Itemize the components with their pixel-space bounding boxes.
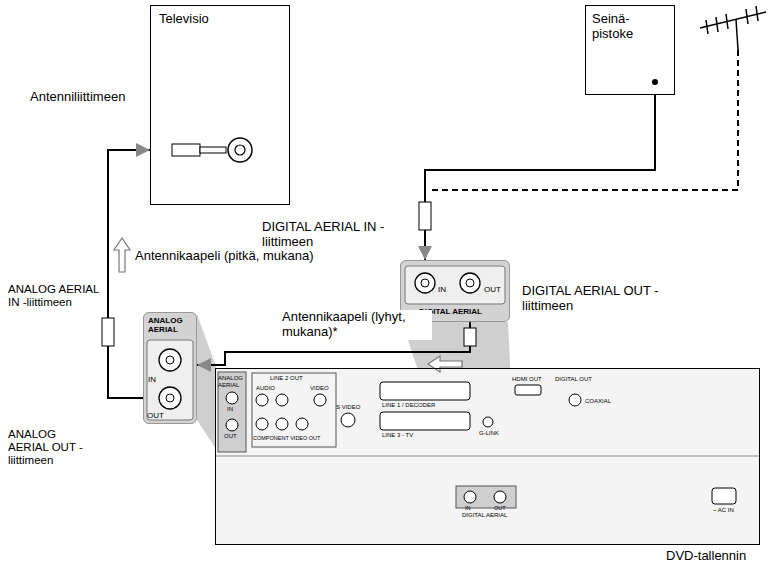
jack bbox=[421, 279, 429, 287]
cable-label: Antennikaapeli (lyhyt, mukana)* bbox=[282, 310, 432, 340]
wall-socket-box: Seinä-pistoke bbox=[585, 5, 675, 95]
analog-aerial-panel: ANALOG AERIAL IN OUT bbox=[143, 312, 197, 424]
node-text: Televisio bbox=[159, 12, 209, 27]
jack bbox=[466, 279, 474, 287]
port-label: IN bbox=[227, 406, 233, 413]
jack bbox=[296, 418, 308, 430]
ac-inlet bbox=[712, 488, 736, 504]
recorder-body bbox=[215, 368, 760, 545]
port-label: COAXIAL bbox=[585, 398, 611, 405]
port-label: LINE 2 OUT bbox=[270, 375, 303, 382]
callout-label: DIGITAL AERIAL IN -liittimeen bbox=[262, 220, 402, 250]
illustration-part bbox=[736, 19, 738, 50]
dvd-recorder: DVD-tallennin bbox=[215, 368, 760, 545]
jack bbox=[226, 392, 238, 404]
analog-panel-inner bbox=[147, 340, 193, 420]
callout-label: ANALOG AERIAL OUT -liittimeen bbox=[8, 428, 90, 468]
jack bbox=[256, 394, 268, 406]
scart bbox=[380, 382, 470, 400]
s-video-jack bbox=[341, 413, 355, 427]
recorder-line bbox=[215, 456, 760, 457]
tv-box: Televisio bbox=[150, 5, 290, 205]
port-label: HDMI OUT bbox=[512, 376, 542, 383]
port-label: DIGITAL OUT bbox=[555, 376, 592, 383]
illustration-part bbox=[756, 6, 758, 21]
plug bbox=[172, 144, 200, 156]
port-label: ANALOG AERIAL bbox=[218, 375, 246, 389]
node-text: OUT bbox=[484, 285, 501, 294]
scart bbox=[380, 412, 470, 430]
node-text: OUT bbox=[147, 411, 164, 420]
node-text: ANALOG AERIAL bbox=[148, 316, 194, 334]
line2-block bbox=[252, 373, 336, 447]
plug bbox=[102, 318, 114, 346]
port-label: VIDEO bbox=[310, 385, 329, 392]
illustration-part bbox=[700, 12, 766, 28]
plug bbox=[419, 202, 431, 230]
antenna-cable bbox=[425, 95, 655, 260]
port-label: LINE 3 - TV bbox=[382, 432, 413, 439]
jack bbox=[159, 349, 181, 371]
port-label: DIGITAL AERIAL bbox=[462, 512, 507, 519]
tv-jack bbox=[235, 145, 245, 155]
jack bbox=[276, 394, 288, 406]
callout-label: DIGITAL AERIAL OUT -liittimeen bbox=[522, 284, 672, 314]
port-label: OUT bbox=[224, 433, 237, 440]
cable-label: Antennikaapeli (pitkä, mukana) bbox=[135, 249, 314, 264]
port-label: AUDIO bbox=[256, 385, 275, 392]
illustration-part bbox=[726, 14, 728, 29]
hollow-arrow bbox=[114, 238, 130, 272]
antenna bbox=[700, 6, 766, 50]
jack bbox=[256, 418, 268, 430]
port-label: G-LINK bbox=[479, 430, 499, 437]
hdmi-port bbox=[515, 385, 541, 395]
callout-label: ANALOG AERIAL IN -liittimeen bbox=[8, 283, 102, 309]
jack bbox=[166, 394, 174, 402]
plug bbox=[200, 147, 226, 153]
port-label: ~ AC IN bbox=[713, 507, 734, 514]
illustration-part bbox=[150, 5, 290, 205]
jack bbox=[276, 418, 288, 430]
analog-panel-fill bbox=[143, 312, 197, 424]
rear-digital bbox=[456, 486, 516, 508]
wall-socket-hole bbox=[652, 79, 658, 85]
node-text: IN bbox=[148, 375, 156, 384]
coaxial-jack bbox=[569, 394, 581, 406]
node-text: DVD-tallennin bbox=[666, 549, 746, 564]
jack bbox=[464, 491, 476, 503]
illustration-part bbox=[706, 20, 708, 34]
digital-panel-inner bbox=[405, 266, 505, 304]
jack bbox=[226, 419, 238, 431]
jack bbox=[460, 273, 480, 293]
jack bbox=[314, 394, 326, 406]
port-label: COMPONENT VIDEO OUT bbox=[253, 435, 335, 441]
jack bbox=[166, 356, 174, 364]
plug bbox=[464, 328, 476, 346]
zoom-wedge bbox=[197, 314, 246, 452]
jack bbox=[415, 273, 435, 293]
port-label: S VIDEO bbox=[336, 404, 360, 411]
node-text: Seinä-pistoke bbox=[592, 12, 662, 42]
jack bbox=[159, 387, 181, 409]
illustration-part bbox=[746, 9, 748, 24]
node-text: IN bbox=[438, 285, 446, 294]
callout-label: Antenniliittimeen bbox=[30, 90, 125, 105]
port-label: OUT bbox=[494, 505, 506, 511]
port-label: LINE 1 / DECODER bbox=[382, 402, 435, 409]
rear-analog bbox=[218, 372, 246, 452]
jack bbox=[494, 491, 506, 503]
tv-jack bbox=[228, 138, 252, 162]
hollow-arrow bbox=[428, 356, 462, 372]
port-label: IN bbox=[465, 505, 471, 511]
g-link-jack bbox=[483, 417, 493, 427]
illustration-part bbox=[716, 17, 718, 32]
